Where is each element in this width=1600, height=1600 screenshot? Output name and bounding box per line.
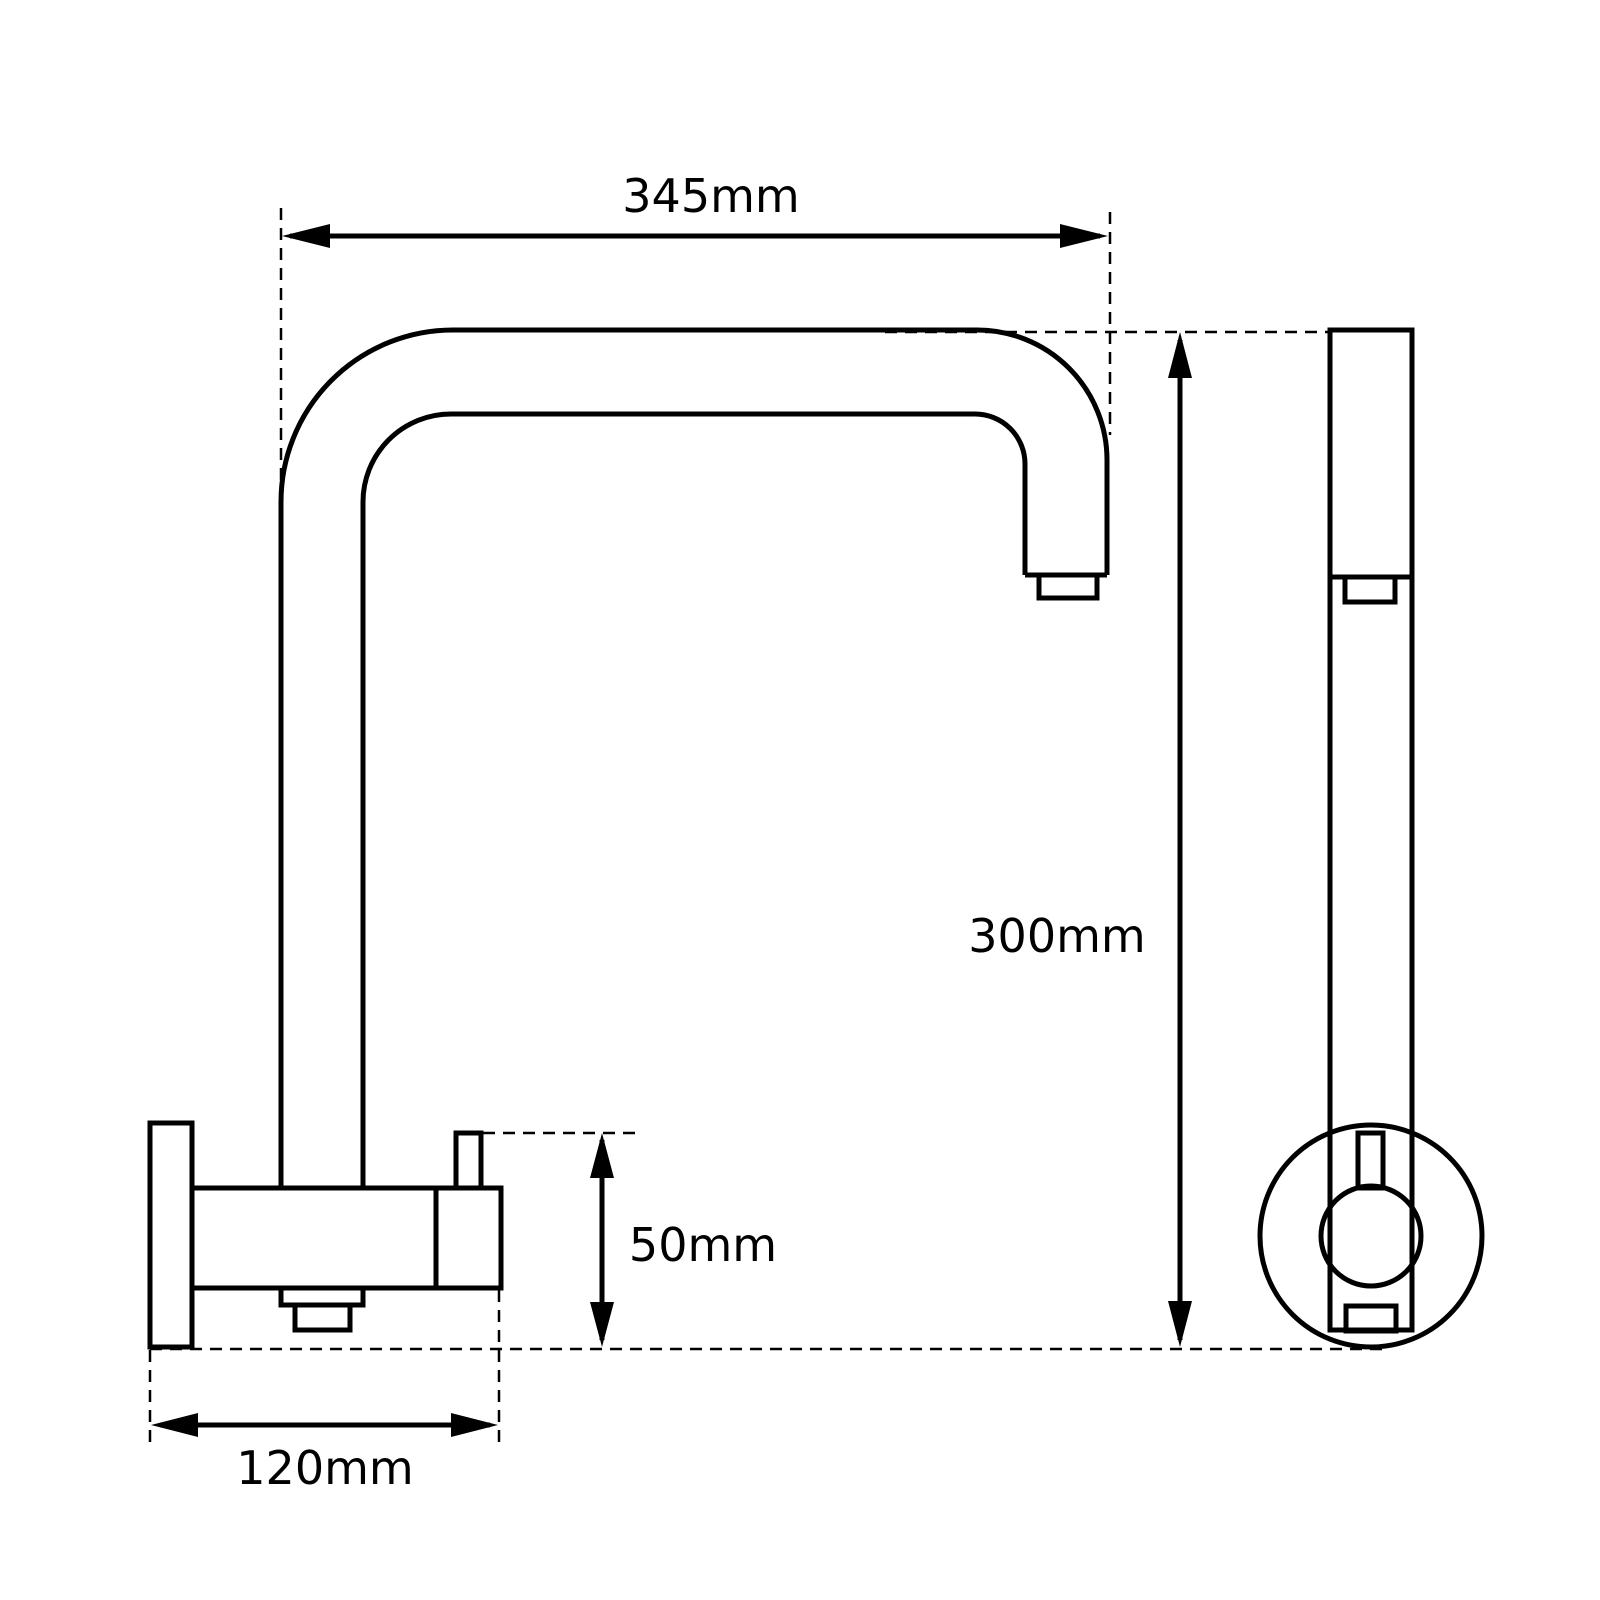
spout-side-view: [278, 327, 1110, 1188]
handle-stub: [453, 1130, 484, 1191]
dimension-base-width: 120mm: [151, 1413, 498, 1495]
label-50mm: 50mm: [629, 1218, 777, 1272]
label-120mm: 120mm: [236, 1441, 413, 1495]
dimension-width-top: 345mm: [282, 169, 1108, 248]
front-bottom-outlet: [1343, 1303, 1399, 1334]
dimension-inlet: 50mm: [590, 1133, 777, 1347]
bottom-outlet-nut: [292, 1302, 353, 1333]
front-body-circle: [1318, 1183, 1424, 1289]
front-view: [1257, 327, 1485, 1350]
arrow-up-50: [590, 1133, 614, 1178]
aerator: [1036, 572, 1100, 601]
arrow-right-345: [1060, 224, 1108, 248]
arrow-right-120: [451, 1413, 498, 1437]
base-side-view: [147, 1120, 504, 1350]
wall-flange: [147, 1120, 195, 1350]
extension-lines: [148, 208, 1390, 1450]
body-block: [189, 1185, 439, 1291]
arrow-up-300: [1168, 332, 1192, 378]
label-345mm: 345mm: [622, 169, 799, 223]
end-cap: [433, 1185, 504, 1291]
dimension-height: 300mm: [968, 332, 1192, 1347]
arrow-down-50: [590, 1302, 614, 1347]
front-handle-stub: [1355, 1130, 1386, 1191]
front-spout-column: [1327, 327, 1415, 1333]
spout-outer-contour: [278, 327, 1110, 1188]
arrow-left-345: [282, 224, 330, 248]
front-aerator: [1342, 574, 1398, 605]
bottom-outlet: [278, 1285, 366, 1308]
front-wall-plate: [1257, 1122, 1485, 1350]
label-300mm: 300mm: [968, 909, 1145, 963]
arrow-down-300: [1168, 1301, 1192, 1347]
arrow-left-120: [151, 1413, 198, 1437]
spout-inner-contour: [360, 411, 1028, 1188]
